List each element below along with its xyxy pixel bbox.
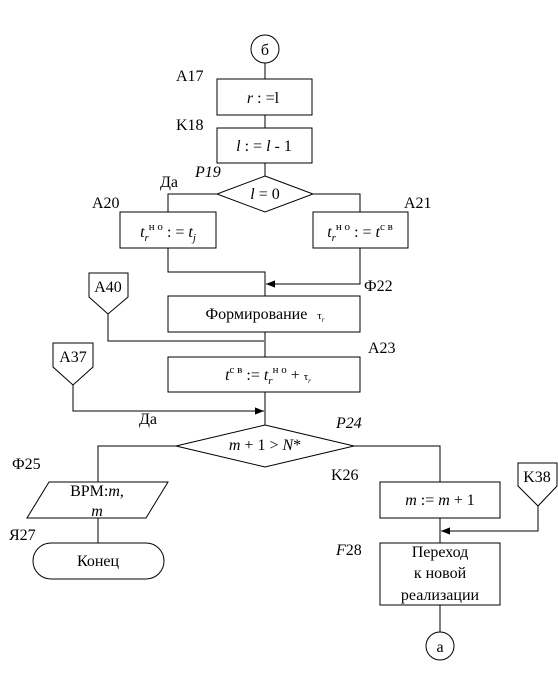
label-a21: A21 (404, 195, 432, 212)
block-f28-line-1: Переход (412, 544, 469, 561)
label-f28: F28 (335, 542, 362, 559)
offpage-a37-label: A37 (59, 349, 87, 366)
label-a23: A23 (368, 340, 396, 357)
connector-top-label: б (261, 42, 269, 59)
decision-p24-text: m + 1 > N* (229, 437, 301, 454)
label-p19: P19 (194, 164, 221, 181)
label-k18: K18 (176, 117, 204, 134)
block-k18 (216, 127, 313, 164)
block-a20-text: trн о : = tj (140, 221, 196, 244)
block-a23-text: tс в := trн о + τr (225, 364, 311, 387)
label-a17: A17 (176, 68, 204, 85)
block-a21-text: trн о : = tс в (327, 221, 393, 244)
offpage-a40-label: A40 (94, 279, 122, 296)
terminator-end (32, 542, 165, 580)
label-yes-2: Да (139, 411, 157, 428)
block-f28-line-2: к новой (414, 565, 467, 582)
block-a20 (119, 211, 217, 249)
label-phi25: Ф25 (12, 456, 41, 473)
decision-p19 (215, 175, 315, 213)
block-formation (167, 295, 361, 333)
label-yes-1: Да (160, 174, 178, 191)
block-k26-text: m := m + 1 (405, 492, 475, 509)
output-line-1: ВРМ:m, (70, 483, 124, 500)
block-a21 (312, 211, 409, 249)
connector-bottom-label: а (436, 639, 443, 656)
block-a23 (167, 356, 361, 393)
block-k18-text: l : = l - 1 (236, 138, 292, 155)
block-f28-line-3: реализации (401, 587, 480, 604)
flow-lines (72, 62, 539, 632)
decision-p24 (175, 424, 355, 468)
offpage-a40 (88, 272, 129, 315)
label-a20: A20 (92, 195, 120, 212)
block-a17-text: r : =l (247, 90, 280, 107)
output-line-2: m (91, 503, 103, 520)
block-a17 (216, 78, 313, 116)
terminator-end-text: Конец (77, 553, 120, 570)
decision-p19-text: l = 0 (250, 186, 279, 203)
output-block (26, 481, 169, 519)
block-f28 (379, 542, 501, 606)
block-formation-text: Формирование τr (206, 306, 325, 324)
label-p24: P24 (335, 415, 362, 432)
block-k26 (379, 481, 501, 519)
offpage-k38-label: K38 (523, 469, 551, 486)
label-k26: K26 (331, 467, 359, 484)
connector-top (250, 34, 280, 64)
connector-bottom (425, 631, 455, 661)
offpage-k38 (517, 462, 558, 507)
offpage-a37 (52, 342, 94, 386)
label-phi22: Ф22 (364, 278, 393, 295)
label-ya27: Я27 (9, 527, 36, 544)
